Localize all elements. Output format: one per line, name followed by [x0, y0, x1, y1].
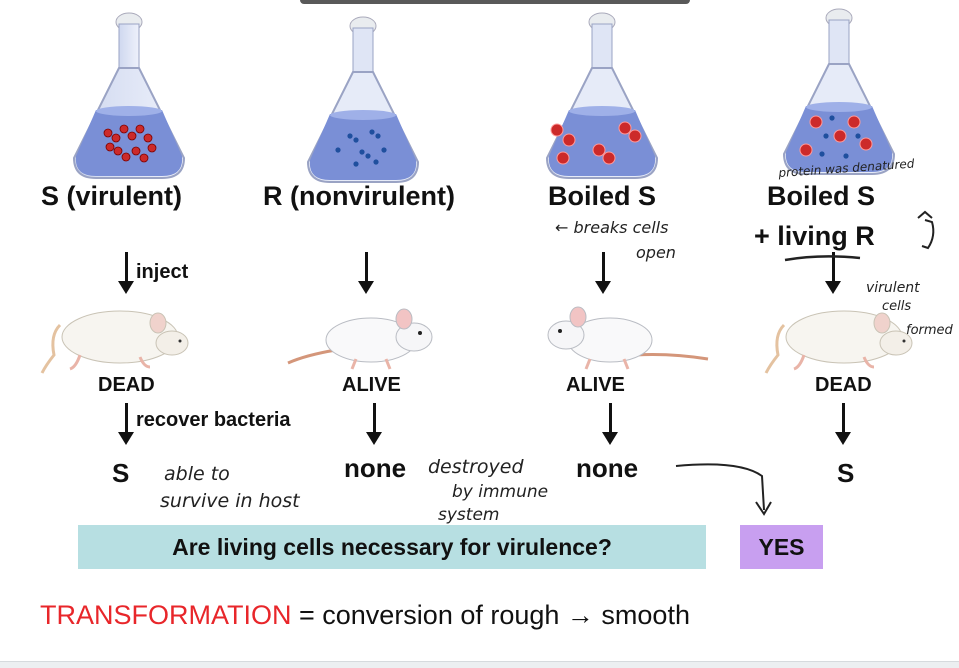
arrow-3b — [602, 403, 618, 445]
note-by-immune: by immune — [452, 482, 549, 502]
question-text: Are living cells necessary for virulence… — [172, 533, 612, 560]
label-boiled-s-mixed: Boiled S — [767, 181, 876, 211]
note-breaks-cells: ← breaks cells — [555, 218, 669, 237]
flask-mixed-icon — [782, 8, 896, 175]
arrow-1b — [118, 403, 134, 445]
alive-mouse-icon — [547, 306, 709, 370]
arrow-4b — [835, 403, 851, 445]
note-virulent: virulent — [866, 280, 920, 296]
dead-mouse-icon — [40, 310, 189, 374]
answer-box: YES — [740, 525, 823, 569]
question-box: Are living cells necessary for virulence… — [78, 525, 706, 569]
label-r-nonvirulent: R (nonvirulent) — [263, 181, 455, 211]
note-survive: survive in host — [160, 490, 300, 512]
inject-label: inject — [136, 261, 189, 283]
dead-mouse-icon — [764, 310, 913, 374]
arrow-3a — [595, 252, 611, 294]
flask-r-icon — [306, 16, 420, 183]
arrow-2b — [366, 403, 382, 445]
definition-term: TRANSFORMATION — [40, 600, 292, 630]
label-boiled-s: Boiled S — [548, 181, 657, 211]
label-living-r: + living R — [754, 221, 875, 251]
label-s-virulent: S (virulent) — [41, 181, 183, 211]
flask-s-icon — [72, 12, 186, 179]
state-dead-1: DEAD — [98, 374, 155, 396]
state-alive-2: ALIVE — [342, 374, 401, 396]
slide-bottom-edge — [0, 661, 959, 668]
definition-rest: = conversion of rough → smooth — [291, 600, 690, 630]
note-system: system — [438, 505, 500, 525]
note-able-to: able to — [164, 463, 230, 485]
definition-line: TRANSFORMATION = conversion of rough → s… — [40, 600, 690, 631]
note-formed: formed — [906, 323, 953, 338]
answer-text: YES — [758, 533, 805, 560]
note-open: open — [636, 243, 676, 262]
arrow-2a — [358, 252, 374, 294]
arrow-4a — [825, 252, 841, 294]
result-4: S — [837, 458, 855, 488]
result-1: S — [112, 458, 130, 488]
flask-boiled-s-icon — [545, 12, 659, 179]
result-2: none — [344, 453, 407, 483]
recover-label: recover bacteria — [136, 409, 291, 431]
alive-mouse-icon — [287, 308, 433, 370]
result-3: none — [576, 453, 639, 483]
title-clipped — [300, 0, 690, 4]
state-alive-3: ALIVE — [566, 374, 625, 396]
state-dead-4: DEAD — [815, 374, 872, 396]
arrow-1a — [118, 252, 134, 294]
note-cells: cells — [882, 299, 912, 314]
note-destroyed: destroyed — [428, 456, 524, 478]
